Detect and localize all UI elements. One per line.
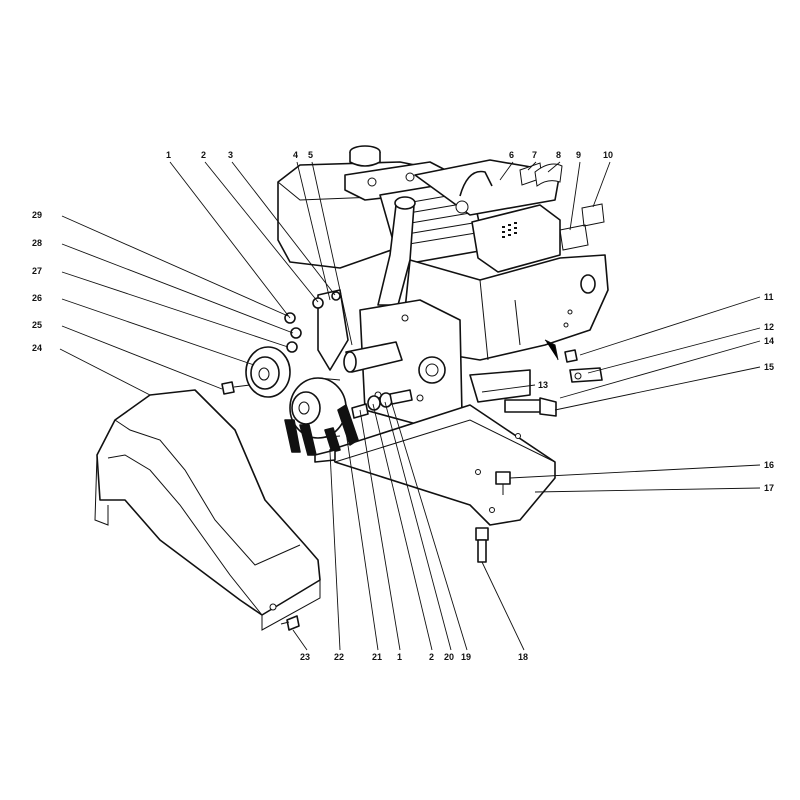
callout-1-bottom: 1 — [397, 652, 402, 662]
decal-8 — [534, 163, 563, 187]
callout-7: 7 — [532, 150, 537, 160]
belt-guard — [94, 389, 321, 631]
idler-pulley — [245, 346, 291, 398]
callout-27: 27 — [32, 266, 42, 276]
base-plate — [329, 404, 556, 526]
nut-28 — [290, 327, 302, 339]
screw-23 — [280, 615, 300, 631]
callout-2: 2 — [201, 150, 206, 160]
callout-26: 26 — [32, 293, 42, 303]
bolt-25 — [221, 381, 235, 395]
washer-2 — [312, 297, 324, 309]
callout-5: 5 — [308, 150, 313, 160]
callout-15: 15 — [764, 362, 774, 372]
callout-29: 29 — [32, 210, 42, 220]
engine-assembly — [277, 145, 609, 426]
bolt-18 — [475, 527, 489, 563]
callout-1: 1 — [166, 150, 171, 160]
drive-pulley — [289, 377, 347, 439]
callout-19: 19 — [461, 652, 471, 662]
callout-14: 14 — [764, 336, 774, 346]
mounting-bracket — [317, 289, 349, 371]
callout-12: 12 — [764, 322, 774, 332]
callout-10: 10 — [603, 150, 613, 160]
callout-3: 3 — [228, 150, 233, 160]
washer-27 — [286, 341, 298, 353]
callout-18: 18 — [518, 652, 528, 662]
callout-28: 28 — [32, 238, 42, 248]
callout-21: 21 — [372, 652, 382, 662]
callout-6: 6 — [509, 150, 514, 160]
callout-16: 16 — [764, 460, 774, 470]
callout-23: 23 — [300, 652, 310, 662]
callout-17: 17 — [764, 483, 774, 493]
callout-13: 13 — [538, 380, 548, 390]
callout-11: 11 — [764, 292, 774, 302]
callout-24: 24 — [32, 343, 42, 353]
callout-2-bottom: 2 — [429, 652, 434, 662]
air-cleaner — [471, 204, 561, 273]
decal-10 — [581, 203, 605, 227]
callout-9: 9 — [576, 150, 581, 160]
callout-25: 25 — [32, 320, 42, 330]
leader-lines — [59, 161, 761, 651]
callout-8: 8 — [556, 150, 561, 160]
callout-labels: 1 2 3 4 5 6 7 8 9 10 11 12 13 14 15 16 1… — [32, 150, 774, 662]
callout-20: 20 — [444, 652, 454, 662]
bolt-16 — [495, 471, 511, 495]
callout-4: 4 — [293, 150, 298, 160]
callout-22: 22 — [334, 652, 344, 662]
